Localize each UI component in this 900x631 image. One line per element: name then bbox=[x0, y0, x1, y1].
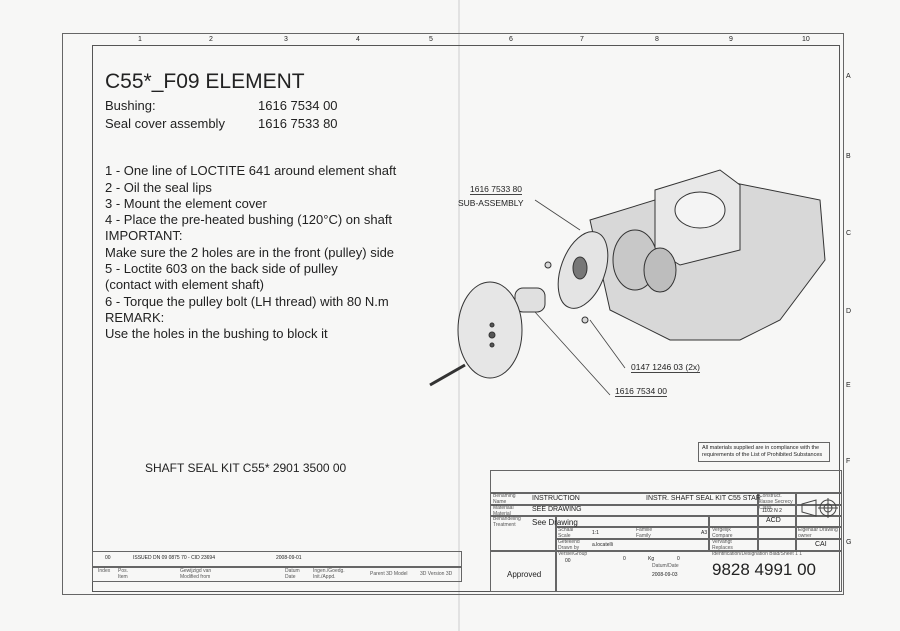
compare-label: Vergelijk Compare bbox=[712, 527, 733, 539]
col-number: 8 bbox=[655, 36, 659, 43]
material-value: SEE DRAWING bbox=[532, 506, 582, 513]
name-label: Benaming Name bbox=[493, 493, 516, 505]
row-letter: B bbox=[846, 153, 851, 160]
format-value: A3 bbox=[701, 530, 708, 536]
revision-index: 00 bbox=[105, 555, 111, 561]
rev-header: Ingen./Goedg. Init./Appd. bbox=[313, 568, 345, 580]
instruction-line: 6 - Torque the pulley bolt (LH thread) w… bbox=[105, 294, 389, 309]
col-number: 3 bbox=[284, 36, 288, 43]
inner-frame bbox=[92, 45, 840, 592]
compressor-element-body bbox=[589, 179, 826, 341]
part-number: 1616 7534 00 bbox=[258, 98, 338, 113]
scale-value: 1:1 bbox=[592, 530, 599, 536]
bushing bbox=[514, 287, 546, 313]
description-value: INSTR. SHAFT SEAL KIT C55 STAR bbox=[646, 495, 761, 502]
rev-header: Gewijzigd van Modified from bbox=[180, 568, 212, 580]
row-letter: C bbox=[846, 230, 852, 237]
rev-header: Datum Date bbox=[285, 568, 300, 580]
col-number: 6 bbox=[509, 36, 513, 43]
class-value: ACD bbox=[766, 517, 781, 524]
instruction-line: 3 - Mount the element cover bbox=[105, 196, 267, 211]
version-label: Versie/Group bbox=[558, 551, 588, 557]
instruction-line: 2 - Oil the seal lips bbox=[105, 180, 212, 195]
callout-subassembly-number: 1616 7533 80 bbox=[470, 184, 522, 195]
callout-subassembly-label: SUB-ASSEMBLY bbox=[458, 198, 524, 208]
col-number: 4 bbox=[356, 36, 360, 43]
projection-symbol-icon bbox=[801, 498, 838, 518]
col-number: 2 bbox=[209, 36, 213, 43]
revision-date: 2008-09-01 bbox=[276, 555, 302, 561]
material-label: Materiaal Material bbox=[493, 505, 514, 517]
part-name: Seal cover assembly bbox=[105, 116, 225, 131]
part-number: 1616 7533 80 bbox=[258, 116, 338, 131]
class-code: 1102 N 2 bbox=[762, 508, 782, 514]
name-value: INSTRUCTION bbox=[532, 495, 580, 502]
revision-description: ISSUED DN 09 0875 70 - CID 23694 bbox=[133, 555, 215, 561]
drawn-label: Getekend Drawn by bbox=[558, 539, 580, 551]
instruction-line: (contact with element shaft) bbox=[105, 277, 264, 292]
treatment-value: See Drawing bbox=[532, 518, 578, 527]
outer-frame bbox=[62, 33, 844, 595]
instruction-line: IMPORTANT: bbox=[105, 228, 183, 243]
owner-value: CAI bbox=[815, 541, 827, 548]
rev-header: Parent 3D Model bbox=[370, 571, 408, 577]
instruction-line: Make sure the 2 holes are in the front (… bbox=[105, 245, 395, 260]
approved-label: Approved bbox=[507, 570, 542, 579]
instruction-line: REMARK: bbox=[105, 310, 165, 325]
version-value: 00 bbox=[565, 558, 571, 564]
instruction-line: 5 - Loctite 603 on the back side of pull… bbox=[105, 261, 338, 276]
part-name: Bushing: bbox=[105, 98, 156, 113]
replaces-label: Vervangt Replaces bbox=[712, 539, 733, 551]
kit-number: SHAFT SEAL KIT C55* 2901 3500 00 bbox=[145, 461, 347, 475]
rev-header: Pos. Item bbox=[118, 568, 129, 580]
weight-value: 0 bbox=[677, 556, 680, 562]
date-value: 2008-09-03 bbox=[652, 572, 678, 578]
callout-bushing: 1616 7534 00 bbox=[615, 386, 667, 397]
treatment-label: Behandeling Treatment bbox=[493, 516, 521, 528]
scale-label: Schaal Scale bbox=[558, 527, 574, 539]
owner-label: Eigenaar Drawing owner bbox=[798, 527, 838, 539]
number-label: Identification/Designation Blad/Sheet 1 … bbox=[712, 551, 803, 557]
weight-value: 0 bbox=[623, 556, 626, 562]
callout-screw: 0147 1246 03 (2x) bbox=[631, 362, 700, 373]
row-letter: F bbox=[846, 458, 851, 465]
rev-header: 3D Version 3D bbox=[420, 571, 453, 577]
rev-header: Index bbox=[98, 568, 111, 574]
col-number: 5 bbox=[429, 36, 433, 43]
row-letter: A bbox=[846, 73, 851, 80]
row-letter: G bbox=[846, 539, 852, 546]
class-label: Construct. klasse Secrecy Class bbox=[759, 493, 793, 511]
row-letter: D bbox=[846, 308, 852, 315]
col-number: 1 bbox=[138, 36, 142, 43]
date-label: Datum/Date bbox=[652, 563, 679, 569]
col-number: 10 bbox=[802, 36, 810, 43]
instruction-line: 4 - Place the pre-heated bushing (120°C)… bbox=[105, 212, 393, 227]
document-title: C55*_F09 ELEMENT bbox=[105, 70, 305, 93]
drawn-by-value: a.locatelli bbox=[592, 542, 613, 548]
instruction-line: 1 - One line of LOCTITE 641 around eleme… bbox=[105, 163, 397, 178]
drawing-number: 9828 4991 00 bbox=[712, 560, 816, 579]
compliance-note: All materials supplied are in compliance… bbox=[698, 442, 830, 462]
col-number: 7 bbox=[580, 36, 584, 43]
family-label: Familie Family bbox=[636, 527, 653, 539]
weight-unit: Kg bbox=[648, 556, 655, 562]
col-number: 9 bbox=[729, 36, 733, 43]
exploded-view-illustration bbox=[429, 169, 826, 396]
pulley bbox=[457, 281, 523, 379]
instruction-line: Use the holes in the bushing to block it bbox=[105, 326, 328, 341]
row-letter: E bbox=[846, 382, 851, 389]
